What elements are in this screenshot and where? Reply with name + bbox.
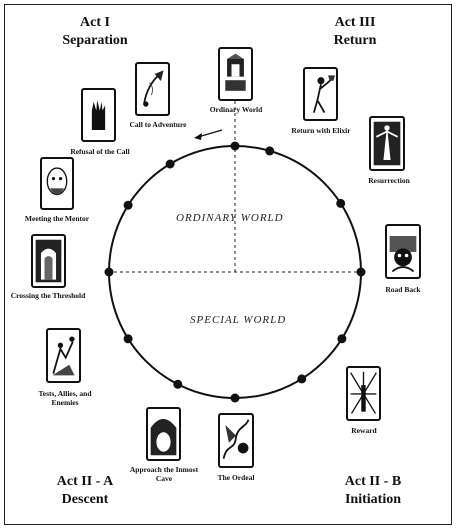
dragon-icon (222, 419, 250, 459)
stage-dots (104, 141, 366, 403)
stage-dot (336, 198, 346, 208)
label-resurrection: Resurrection (368, 176, 410, 185)
act-1-heading: Act I Separation (40, 14, 150, 50)
radiant-sword-icon (350, 371, 377, 414)
special-world-label: SPECIAL WORLD (190, 314, 287, 326)
stage-dot (173, 379, 183, 389)
house-icon (223, 53, 248, 95)
stage-dot (356, 267, 366, 277)
card-meeting-the-mentor (40, 157, 74, 210)
label-refusal-of-the-call: Refusal of the Call (70, 147, 130, 156)
ordinary-world-label: ORDINARY WORLD (176, 212, 284, 224)
card-reward (346, 366, 381, 421)
label-meeting-the-mentor: Meeting the Mentor (24, 214, 90, 223)
act-2a-heading: Act II - A Descent (30, 473, 140, 509)
stage-dot (265, 146, 275, 156)
act-2a-subtitle: Descent (61, 492, 109, 507)
card-the-ordeal (218, 413, 254, 468)
label-the-ordeal: The Ordeal (217, 473, 255, 482)
battle-figures-icon (52, 336, 75, 376)
label-crossing-the-threshold: Crossing the Threshold (10, 291, 86, 300)
cave-icon (150, 412, 177, 456)
stage-dot (230, 141, 240, 151)
act-2a-title: Act II - A (56, 474, 114, 489)
label-approach-inmost-cave: Approach the Inmost Cave (129, 465, 199, 483)
direction-arrow (194, 129, 223, 140)
raised-hand-icon (91, 99, 106, 131)
mentor-face-icon (46, 167, 68, 196)
label-reward: Reward (351, 426, 377, 435)
stage-dot (123, 334, 133, 344)
act-2b-subtitle: Initiation (344, 492, 401, 507)
label-call-to-adventure: Call to Adventure (129, 120, 187, 129)
diagram-frame (4, 4, 452, 525)
stage-dot (337, 334, 347, 344)
stage-dot (230, 393, 240, 403)
card-resurrection (369, 116, 405, 171)
card-crossing-the-threshold (31, 234, 66, 288)
stage-dot (123, 200, 133, 210)
act-1-title: Act I (80, 15, 110, 30)
act-2b-heading: Act II - B Initiation (318, 473, 428, 509)
card-approach-inmost-cave (146, 407, 181, 461)
rising-figure-icon (373, 121, 401, 166)
label-ordinary-world: Ordinary World (209, 105, 263, 114)
label-road-back: Road Back (385, 285, 421, 294)
card-ordinary-world (218, 47, 253, 101)
figure-with-cup-icon (313, 75, 336, 114)
act-3-heading: Act III Return (300, 14, 410, 50)
card-call-to-adventure (135, 62, 170, 116)
label-return-with-elixir: Return with Elixir (291, 126, 351, 135)
card-tests-allies-enemies (46, 328, 81, 383)
chase-icon (389, 235, 417, 273)
stage-dot (297, 374, 307, 384)
act-2b-title: Act II - B (344, 474, 402, 489)
act-1-subtitle: Separation (62, 33, 128, 48)
stage-dot (104, 267, 114, 277)
label-tests-allies-enemies: Tests, Allies, and Enemies (38, 389, 92, 407)
card-refusal-of-the-call (81, 88, 116, 142)
card-return-with-elixir (303, 67, 338, 121)
horn-icon (143, 70, 164, 107)
doorway-icon (35, 239, 62, 283)
act-3-subtitle: Return (333, 33, 377, 48)
stage-dot (165, 159, 175, 169)
card-road-back (385, 224, 421, 279)
act-3-title: Act III (334, 15, 376, 30)
